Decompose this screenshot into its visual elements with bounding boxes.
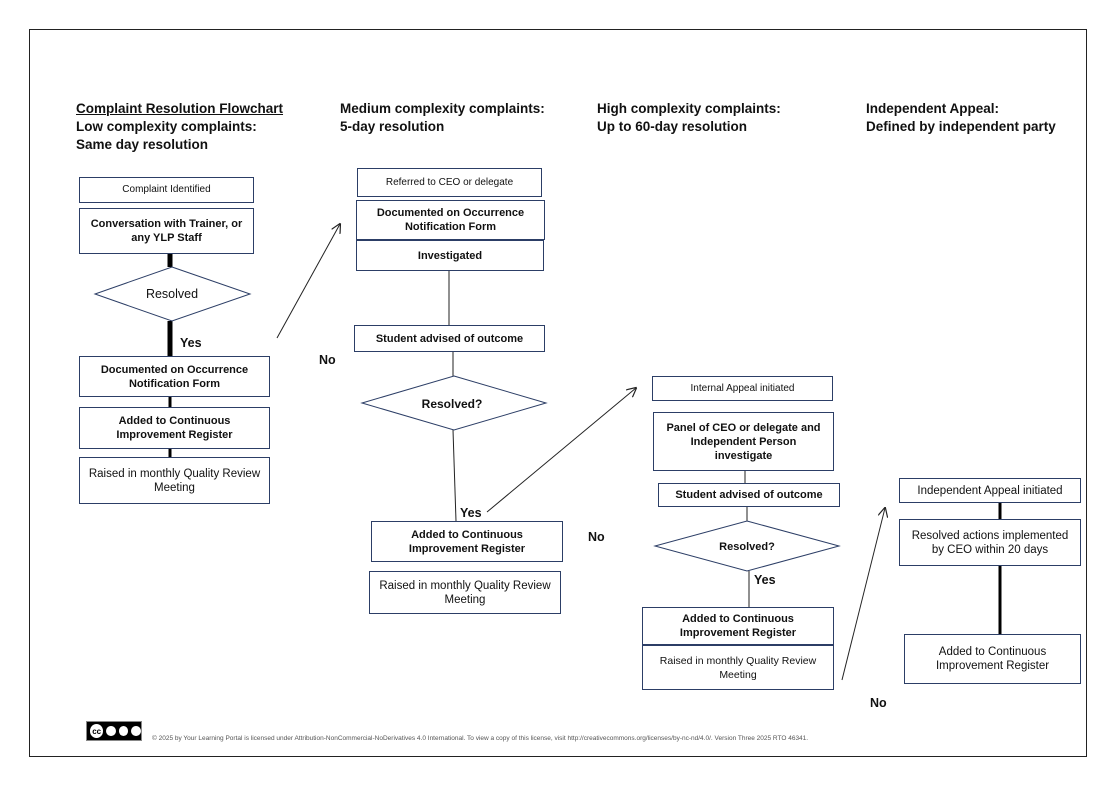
box-high-student-advised: Student advised of outcome (658, 483, 840, 507)
connector-med-3 (452, 429, 457, 522)
box-complaint-identified: Complaint Identified (79, 177, 254, 203)
box-independent-added-ci: Added to Continuous Improvement Register (904, 634, 1081, 684)
box-high-added-ci: Added to Continuous Improvement Register (642, 607, 834, 645)
nd-icon (131, 726, 141, 736)
box-low-documented: Documented on Occurrence Notification Fo… (79, 356, 270, 397)
box-resolved-actions: Resolved actions implemented by CEO with… (899, 519, 1081, 566)
box-referred-ceo: Referred to CEO or delegate (357, 168, 542, 197)
box-low-added-ci: Added to Continuous Improvement Register (79, 407, 270, 449)
header-low-line1: Low complexity complaints: (76, 119, 257, 134)
box-medium-added-ci: Added to Continuous Improvement Register (371, 521, 563, 562)
arrow-medium-to-high (486, 388, 636, 513)
box-high-raised-review: Raised in monthly Quality Review Meeting (642, 645, 834, 690)
header-independent-line1: Independent Appeal: (866, 101, 1000, 116)
label-high-yes: Yes (754, 573, 776, 587)
label-medium-yes: Yes (460, 506, 482, 520)
page-title: Complaint Resolution Flowchart (76, 101, 284, 116)
label-low-yes: Yes (180, 336, 202, 350)
arrow-high-to-independent (841, 508, 885, 681)
header-low: Complaint Resolution Flowchart Low compl… (76, 100, 283, 154)
header-high-line2: Up to 60-day resolution (597, 119, 748, 134)
by-icon (106, 726, 116, 736)
decision-diamond-high (653, 520, 841, 572)
nc-icon (118, 726, 129, 736)
license-text: © 2025 by Your Learning Portal is licens… (152, 735, 809, 742)
box-investigated: Investigated (356, 240, 544, 271)
label-high-no: No (870, 696, 887, 710)
box-panel-investigate: Panel of CEO or delegate and Independent… (653, 412, 834, 471)
box-independent-appeal: Independent Appeal initiated (899, 478, 1081, 503)
header-medium-line2: 5-day resolution (340, 119, 445, 134)
label-medium-no: No (588, 530, 605, 544)
cc-icon: cc (90, 724, 104, 738)
decision-high-label: Resolved? (719, 541, 775, 553)
header-medium-line1: Medium complexity complaints: (340, 101, 545, 116)
box-conversation-trainer: Conversation with Trainer, or any YLP St… (79, 208, 254, 254)
page-frame (29, 29, 1087, 757)
box-internal-appeal: Internal Appeal initiated (652, 376, 833, 401)
header-high: High complexity complaints: Up to 60-day… (597, 100, 781, 136)
arrow-low-to-medium (276, 224, 340, 339)
header-independent-line2: Defined by independent party (866, 119, 1056, 134)
label-low-no: No (319, 353, 336, 367)
box-medium-documented: Documented on Occurrence Notification Fo… (356, 200, 545, 240)
header-medium: Medium complexity complaints: 5-day reso… (340, 100, 545, 136)
cc-license-badge: cc (86, 721, 142, 741)
box-medium-raised-review: Raised in monthly Quality Review Meeting (369, 571, 561, 614)
decision-diamond-medium (360, 375, 548, 431)
box-medium-student-advised: Student advised of outcome (354, 325, 545, 352)
decision-diamond-low (93, 266, 252, 322)
decision-low-label: Resolved (145, 287, 199, 301)
header-low-line2: Same day resolution (76, 137, 209, 152)
header-high-line1: High complexity complaints: (597, 101, 781, 116)
decision-medium-label: Resolved? (421, 397, 483, 411)
box-low-raised-review: Raised in monthly Quality Review Meeting (79, 457, 270, 504)
header-independent: Independent Appeal: Defined by independe… (866, 100, 1056, 136)
